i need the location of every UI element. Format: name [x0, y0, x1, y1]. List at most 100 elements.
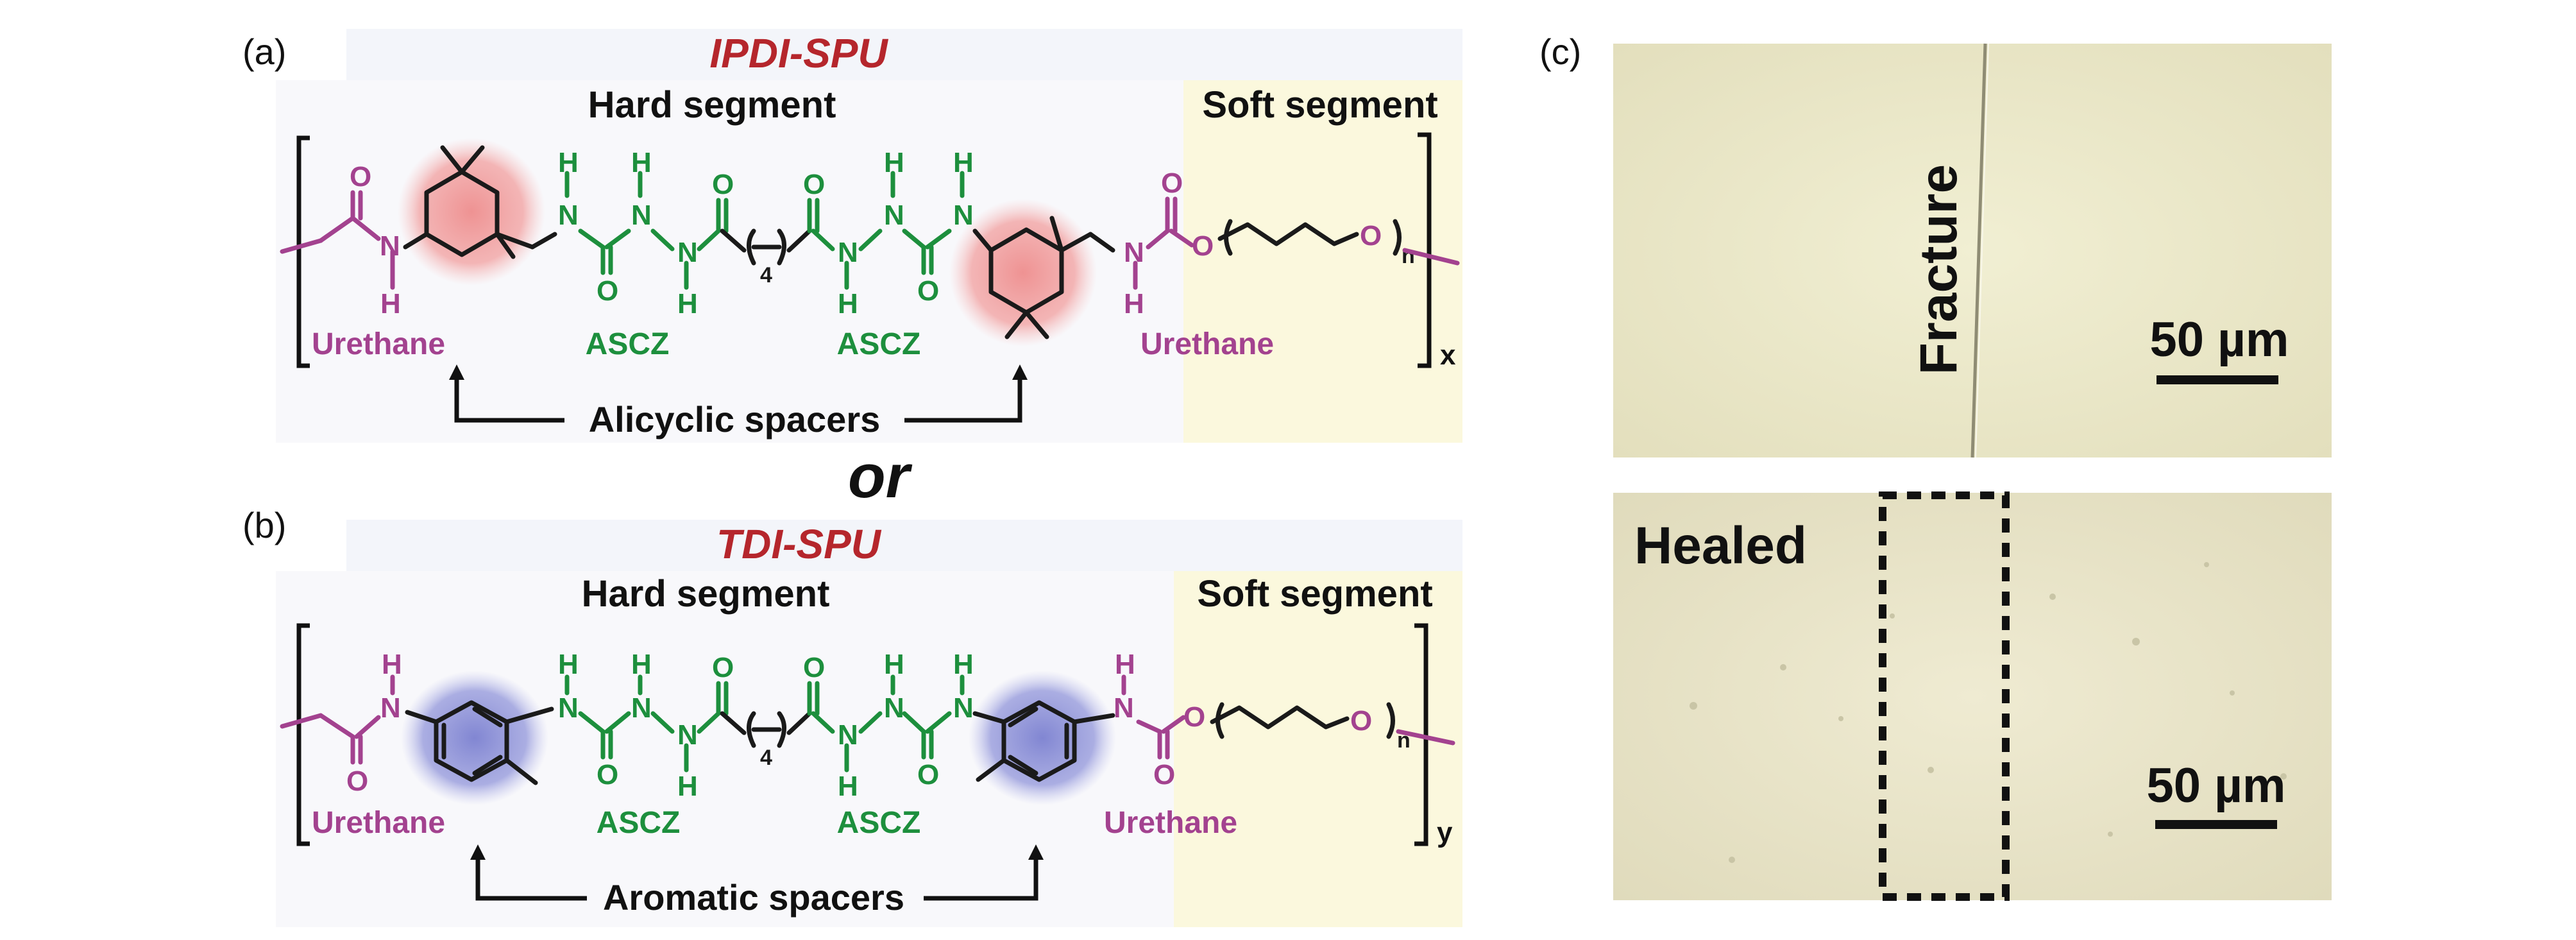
surface-speckles	[1690, 562, 2287, 863]
urethane-label-left-a: Urethane	[312, 327, 445, 361]
alicyclic-spacer-right	[949, 199, 1097, 346]
atom-n-ascz-a-1: N	[558, 200, 579, 231]
atom-n-urethane-right-a: N	[1124, 237, 1144, 268]
atom-h-urethane-left-a: H	[380, 288, 401, 320]
healed-caption: Healed	[1634, 517, 1807, 575]
urethane-group-left-a	[280, 190, 395, 290]
chain-end-b	[1396, 729, 1455, 746]
ascz-chain-b	[564, 674, 729, 773]
title-b: TDI-SPU	[716, 521, 882, 567]
ascz-label-right-b: ASCZ	[837, 806, 921, 840]
atom-n-ascz-b-3: N	[677, 719, 698, 751]
title-a: IPDI-SPU	[709, 30, 888, 76]
hard-segment-label-b: Hard segment	[582, 573, 830, 615]
panel-b-label: (b)	[242, 505, 286, 545]
scale-label-bottom: 50 µm	[2146, 758, 2285, 813]
atom-n-ascz-b-6: N	[953, 692, 974, 724]
scale-label-top: 50 µm	[2149, 312, 2289, 367]
atom-n-ascz-a-6: N	[953, 200, 974, 231]
atom-n-ascz-a-2: N	[631, 200, 652, 231]
repeat-subscript-b: y	[1437, 817, 1453, 848]
atom-n-urethane-right-b: N	[1114, 692, 1134, 724]
soft-segment-region-a	[1183, 80, 1462, 443]
chain-subscript-a: 4	[760, 263, 772, 287]
atom-n-ascz-b-4: N	[838, 719, 858, 751]
atom-h-urethane-left-b: H	[382, 649, 402, 680]
chain-subscript-b: 4	[760, 746, 772, 770]
atom-n-ascz-a-4: N	[838, 237, 858, 268]
atom-h-ascz-a-1: H	[558, 147, 579, 178]
urethane-label-left-b: Urethane	[312, 806, 445, 840]
left-bracket-a	[296, 135, 310, 368]
atom-h-ascz-a-4: H	[838, 288, 858, 320]
atom-n-urethane-left-b: N	[380, 692, 401, 724]
atom-o-ascz-a-2: O	[917, 275, 939, 307]
atom-h-urethane-right-b: H	[1115, 649, 1135, 680]
cyclohexane-ring-icon	[972, 216, 1115, 339]
adipic-chain-b	[720, 711, 812, 748]
soft-chain-a	[1217, 219, 1402, 256]
atom-o-adipic-b-1: O	[712, 652, 734, 683]
spacers-label-b: Aromatic spacers	[603, 877, 904, 918]
title-band-b	[346, 520, 1462, 571]
panel-b: (b) TDI-SPU Hard segment Soft segment y …	[242, 505, 1462, 927]
spacers-label-a: Alicyclic spacers	[589, 399, 881, 440]
right-bracket-b	[1414, 623, 1428, 846]
micrograph-healed	[1613, 493, 2332, 900]
fracture-line	[1970, 43, 1987, 458]
repeat-subscript-a: x	[1440, 339, 1456, 371]
atom-o-urethane-right-a-2: O	[1192, 230, 1214, 262]
atom-o-urethane-right-a-1: O	[1161, 167, 1183, 199]
title-band-a	[346, 29, 1462, 80]
atom-n-ascz-a-3: N	[677, 237, 698, 268]
panel-c: (c) Fracture 50 µm Healed 50 µm	[1539, 31, 2332, 901]
or-connector: or	[848, 442, 913, 511]
arrow-up-icon	[475, 859, 1038, 901]
fracture-highlight	[1975, 43, 1989, 458]
arrow-up-icon	[449, 364, 464, 380]
atom-h-ascz-b-2: H	[631, 649, 652, 680]
aromatic-spacer-right	[969, 671, 1116, 805]
panel-c-label: (c)	[1539, 31, 1581, 72]
atom-o-adipic-a-1: O	[712, 169, 734, 200]
ascz-label-right-a: ASCZ	[837, 327, 921, 361]
urethane-group-right-a	[1133, 196, 1194, 290]
scale-bar-icon	[2157, 375, 2278, 384]
hard-segment-label-a: Hard segment	[588, 84, 836, 126]
panel-a-label: (a)	[242, 31, 286, 72]
soft-subscript-a: n	[1402, 244, 1415, 268]
atom-o-ascz-a-1: O	[597, 275, 618, 307]
ascz-chain-b-right	[807, 674, 965, 773]
ascz-label-left-b: ASCZ	[597, 806, 681, 840]
atom-n-urethane-left-a: N	[380, 230, 400, 262]
atom-o-ascz-b-1: O	[597, 759, 618, 790]
atom-n-ascz-b-1: N	[558, 692, 579, 724]
soft-chain-b	[1210, 702, 1395, 739]
soft-segment-label-a: Soft segment	[1202, 84, 1437, 126]
atom-h-ascz-a-5: H	[884, 147, 904, 178]
atom-h-urethane-right-a: H	[1124, 288, 1144, 320]
arrow-up-icon	[454, 379, 1022, 423]
soft-segment-label-b: Soft segment	[1197, 573, 1432, 615]
cyclohexane-ring-icon	[403, 145, 557, 259]
panel-a: (a) IPDI-SPU Hard segment Soft segment x…	[242, 29, 1462, 443]
urethane-group-right-b	[1121, 674, 1186, 760]
soft-segment-region-b	[1174, 571, 1462, 927]
atom-n-ascz-b-5: N	[884, 692, 904, 724]
atom-o-urethane-left-b: O	[346, 765, 368, 797]
atom-o-adipic-b-2: O	[803, 652, 825, 683]
healed-region-outline	[1879, 491, 2010, 901]
atom-n-ascz-b-2: N	[631, 692, 652, 724]
atom-h-ascz-b-3: H	[677, 771, 698, 802]
atom-h-ascz-a-2: H	[631, 147, 652, 178]
left-bracket-b	[296, 623, 310, 846]
chain-end-a	[1402, 248, 1460, 266]
urethane-label-right-a: Urethane	[1140, 327, 1274, 361]
scale-bar-icon	[2155, 820, 2277, 829]
atom-o-urethane-left-a: O	[350, 161, 371, 192]
atom-o-soft-a: O	[1360, 220, 1382, 252]
atom-o-adipic-a-2: O	[803, 169, 825, 200]
ascz-label-left-a: ASCZ	[586, 327, 670, 361]
urethane-group-left-b	[280, 674, 395, 765]
